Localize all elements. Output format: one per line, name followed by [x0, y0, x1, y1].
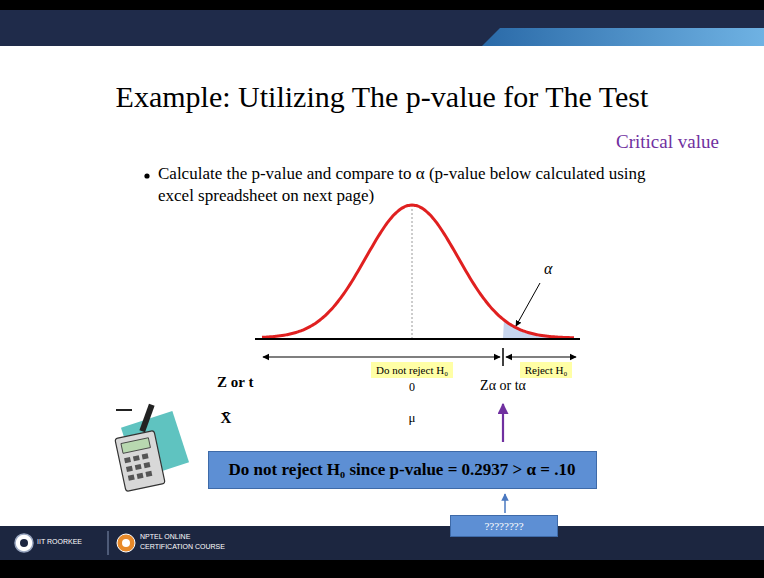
footer-bar — [0, 526, 764, 560]
top-strip — [0, 0, 764, 10]
curve-baseline — [255, 338, 580, 340]
region-band: Reject H₀ — [520, 362, 573, 379]
alpha-leader — [516, 283, 540, 326]
clipart-mark — [116, 409, 132, 411]
box-text: ???????? — [465, 520, 543, 533]
calculator-keys — [124, 453, 152, 480]
calculator-key — [142, 453, 149, 459]
calculator-key — [124, 457, 131, 463]
reject-range-arrow — [506, 356, 576, 357]
question-pointer — [504, 494, 506, 513]
bottom-strip — [0, 560, 764, 578]
box-text: Do not reject H₀ — [376, 364, 448, 377]
calculator-key — [128, 475, 135, 481]
slide-title: Example: Utilizing The p-value for The T… — [0, 80, 764, 114]
critical-label: Zα or tα — [480, 378, 526, 394]
box-text: Do not reject H₀ since p-value = 0.2937 … — [219, 460, 586, 480]
region-band: Do not reject H₀ — [371, 362, 453, 379]
calculator-clipart — [115, 404, 189, 492]
question-box: ???????? — [450, 515, 558, 538]
bullet-dot — [144, 173, 149, 178]
nptel-logo — [117, 534, 135, 552]
box-text: Reject H₀ — [525, 364, 568, 377]
conclusion-box: Do not reject H₀ since p-value = 0.2937 … — [208, 451, 597, 489]
axis-name: Z or t — [217, 374, 253, 391]
axis-name: X̄ — [221, 410, 232, 427]
bullet-text: Calculate the p-value and compare to α (… — [158, 163, 678, 207]
phone-handle — [139, 404, 154, 432]
calculator-body — [115, 430, 165, 491]
footer-text: NPTEL ONLINE — [140, 533, 190, 540]
normal-curve — [262, 205, 574, 338]
iit-logo-core — [20, 539, 28, 547]
calculator-key — [126, 466, 133, 472]
mean-line — [412, 205, 413, 338]
footer-text: IIT ROORKEE — [37, 538, 82, 545]
critical-tick — [502, 348, 504, 366]
iit-logo — [15, 534, 33, 552]
accept-range-arrow — [263, 356, 500, 357]
header-bar — [0, 10, 764, 46]
calculator-key — [137, 473, 144, 479]
alpha-symbol: α — [544, 260, 552, 278]
calculator-screen — [121, 438, 150, 454]
calculator-key — [133, 455, 140, 461]
axis-value: 0 — [409, 380, 415, 395]
footer-text: CERTIFICATION COURSE — [140, 543, 225, 550]
header-accent — [482, 28, 764, 46]
calculator-key — [145, 471, 152, 477]
callout-heading: Critical value — [616, 131, 719, 153]
calculator-key — [135, 464, 142, 470]
footer-divider — [108, 531, 109, 555]
critical-pointer — [502, 404, 504, 442]
nptel-logo-core — [122, 539, 130, 547]
calculator-key — [144, 462, 151, 468]
axis-value: μ — [409, 410, 416, 426]
